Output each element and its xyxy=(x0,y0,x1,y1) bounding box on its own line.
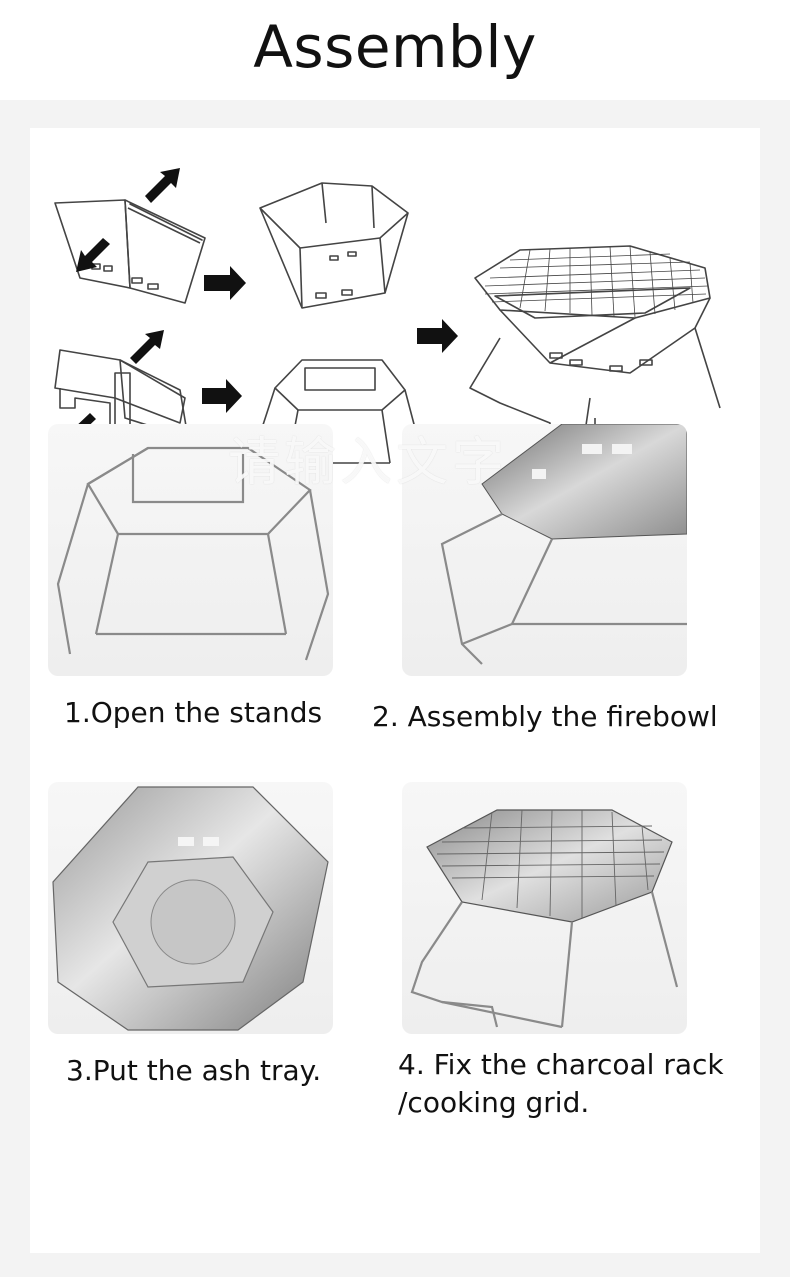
folded-panels-drawing xyxy=(55,200,205,303)
arrow-icon xyxy=(204,266,246,300)
bowl-drawing xyxy=(260,183,408,308)
arrow-icon xyxy=(145,168,180,203)
step-4-caption-line1: 4. Fix the charcoal rack xyxy=(398,1046,724,1084)
step-3-caption: 3.Put the ash tray. xyxy=(66,1052,321,1090)
photo-cooking-grid xyxy=(402,782,687,1034)
arrow-icon xyxy=(76,238,110,272)
arrow-icon xyxy=(417,319,458,353)
step-4-caption-line2: /cooking grid. xyxy=(398,1084,724,1122)
grill-grid-drawing xyxy=(485,246,708,317)
arrow-icon xyxy=(130,330,164,364)
photo-ash-tray xyxy=(48,782,333,1034)
step-4-caption: 4. Fix the charcoal rack /cooking grid. xyxy=(398,1046,724,1122)
arrow-icon xyxy=(202,379,242,413)
step-2-caption: 2. Assembly the firebowl xyxy=(372,698,718,736)
page-title: Assembly xyxy=(253,13,537,81)
watermark-text: 请输入文字 xyxy=(228,420,508,495)
step-1-caption: 1.Open the stands xyxy=(64,694,322,732)
header: Assembly xyxy=(0,0,790,100)
